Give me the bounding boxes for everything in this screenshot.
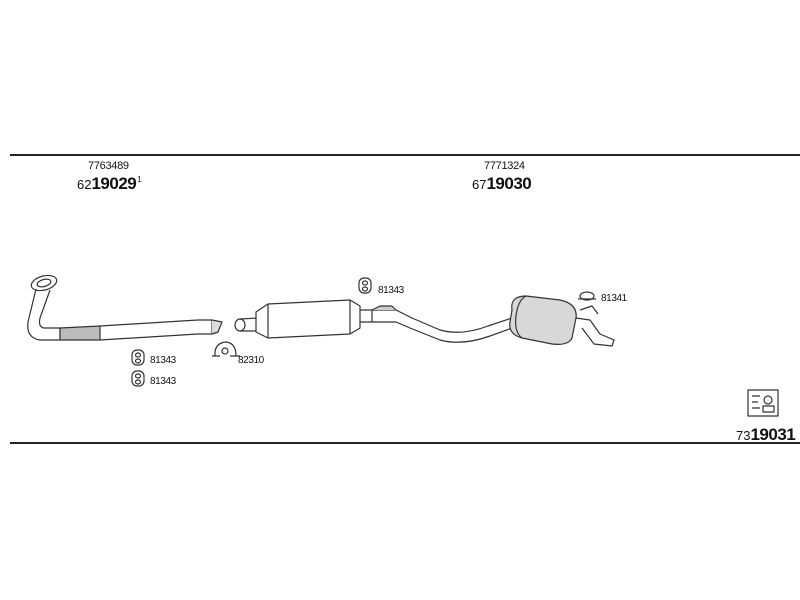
rear-section-number: 19030 (486, 174, 532, 193)
rubber-mount-icon (131, 277, 372, 387)
front-pipe (27, 274, 223, 341)
kit-icon (747, 389, 779, 417)
connecting-pipe (371, 305, 513, 343)
kit-prefix: 73 (736, 428, 751, 443)
front-pipe-prefix: 62 (77, 177, 92, 192)
front-pipe-number: 19029 (91, 174, 137, 193)
kit-number: 19031 (750, 425, 796, 444)
clamp-icon (212, 341, 240, 357)
rubber-mount-a-label: 81343 (150, 355, 176, 366)
rear-silencer (509, 295, 615, 347)
front-pipe-ref: 7763489 (88, 160, 129, 172)
rear-section-ref: 7771324 (484, 160, 525, 172)
rubber-mount-b-label: 81343 (150, 376, 176, 387)
rear-hanger-label: 81341 (601, 293, 627, 304)
rear-section-prefix: 67 (472, 177, 487, 192)
rubber-mount-c-label: 81343 (378, 285, 404, 296)
rear-section-partno: 6719030 (472, 174, 532, 194)
front-pipe-sup: 1 (137, 175, 142, 184)
hanger-icon (578, 291, 596, 301)
bottom-divider (10, 442, 800, 444)
top-divider (10, 154, 800, 156)
kit-partno: 7319031 (736, 425, 796, 445)
middle-silencer (234, 299, 373, 339)
clamp-label: 82310 (238, 355, 264, 366)
front-pipe-partno: 62190291 (77, 174, 142, 194)
